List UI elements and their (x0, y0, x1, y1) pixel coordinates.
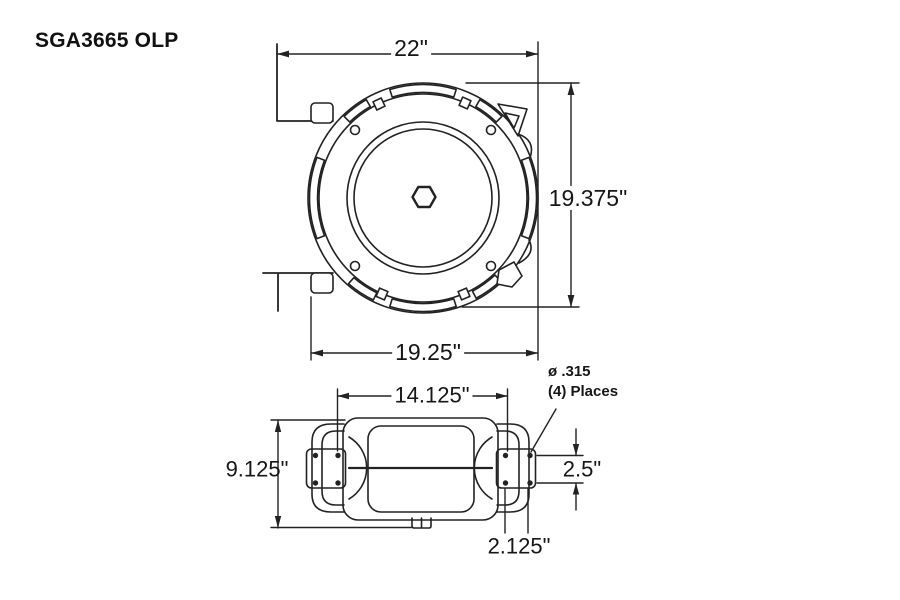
front-view-drawing (263, 44, 538, 313)
base-view-dimensions (271, 389, 583, 533)
hole-count-text: (4) Places (548, 383, 619, 400)
dimension-label-overall-height: 19.375" (545, 186, 631, 210)
dimension-label-overall-depth: 9.125" (225, 456, 289, 482)
front-view-dimensions (277, 42, 579, 360)
dimension-label-hole-spacing-vertical: 2.5" (559, 457, 605, 481)
hole-diameter-text: ø .315 (548, 363, 591, 380)
base-view-drawing (307, 418, 536, 528)
dimension-label-hole-span: 14.125" (391, 383, 473, 407)
dimension-label-hole-spacing-horizontal: 2.125" (484, 534, 554, 558)
hole-callout: ø .315 (4) Places (548, 362, 618, 402)
dimension-label-overall-width: 22" (391, 36, 431, 60)
dimension-label-base-width: 19.25" (392, 340, 464, 364)
model-title: SGA3665 OLP (35, 29, 179, 52)
